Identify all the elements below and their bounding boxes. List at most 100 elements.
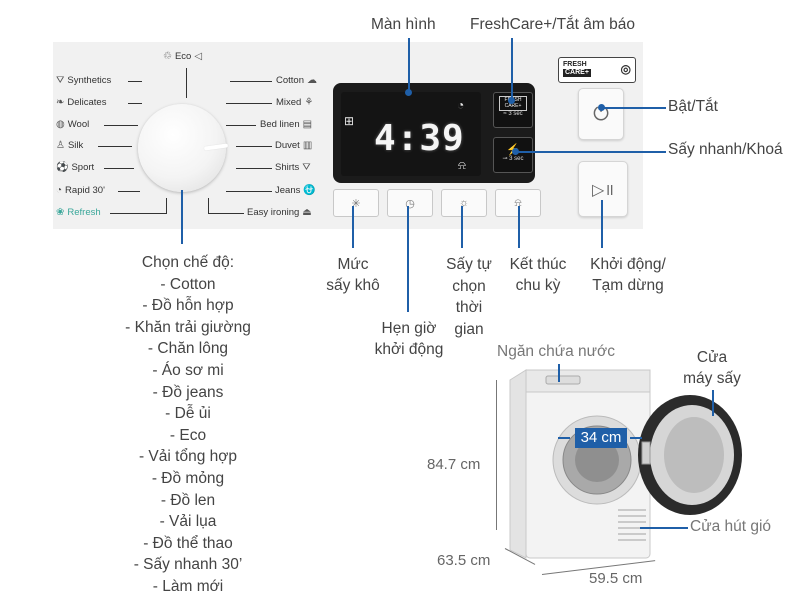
- program-delicates: ❧ Delicates: [56, 97, 106, 108]
- jeans-icon: ⛎: [303, 185, 316, 196]
- sensor-icon: ◔: [457, 98, 465, 112]
- mode-item: - Đồ len: [160, 491, 216, 509]
- callout-dryness-line2: sấy khô: [326, 277, 380, 294]
- wind-icon: ≈: [503, 111, 507, 117]
- callout-line: [558, 364, 560, 382]
- program-sport: ⚽ Sport: [56, 162, 94, 173]
- callout-vent: Cửa hút gió: [690, 518, 772, 535]
- clock-icon: ◷: [405, 197, 415, 210]
- callout-line: [461, 206, 463, 248]
- program-bed-linen: Bed linen ▤: [260, 119, 312, 130]
- program-shirts: Shirts ⛛: [275, 162, 311, 173]
- callout-auto-time: Sấy tự chọn thời gian: [436, 254, 502, 340]
- callout-dot: [405, 89, 412, 96]
- mode-item: - Sấy nhanh 30’: [133, 556, 243, 574]
- program-synthetics: ⛛ Synthetics: [56, 75, 111, 86]
- program-tick: [226, 191, 272, 192]
- program-label: Duvet: [275, 140, 300, 151]
- lock-icon: ⊸: [502, 156, 508, 163]
- sport-shirt-icon: ⚽: [56, 162, 69, 173]
- program-label: Delicates: [67, 97, 107, 108]
- shirt-icon: ⛛: [302, 162, 311, 173]
- freshcare-logo: FRESH CARE+ ◎: [558, 57, 636, 83]
- program-label: Synthetics: [67, 75, 112, 86]
- callout-quick-lock: Sấy nhanh/Khoá: [668, 141, 783, 158]
- eco-leaf-icon: ♲: [163, 51, 172, 62]
- callout-line: [518, 206, 520, 248]
- callout-line: [640, 527, 688, 529]
- program-label: Rapid 30': [65, 185, 105, 196]
- callout-line: [352, 206, 354, 248]
- program-label: Wool: [67, 119, 90, 130]
- quick-hint-text: 3 sec: [509, 156, 524, 163]
- delay-start-button[interactable]: ◷: [387, 189, 433, 217]
- mode-item: - Đồ mỏng: [151, 469, 225, 487]
- program-label: Silk: [67, 140, 84, 151]
- program-tick: [236, 146, 272, 147]
- callout-line: [601, 200, 603, 248]
- power-button[interactable]: ⏻: [578, 88, 624, 140]
- callout-dryness: Mức sấy khô: [313, 254, 393, 296]
- callout-door-line2: máy sấy: [683, 370, 741, 387]
- mode-item: - Làm mới: [152, 577, 224, 595]
- program-refresh: ❀ Refresh: [56, 207, 101, 218]
- quick-dry-lock-button[interactable]: ⚡ ⊸ 3 sec: [493, 137, 533, 173]
- bell-icon: ⍾: [514, 196, 522, 209]
- program-label: Cotton: [276, 75, 304, 86]
- callout-line: [602, 107, 666, 109]
- bell-icon: ⍾: [458, 158, 466, 172]
- start-pause-button[interactable]: ▷॥: [578, 161, 628, 217]
- callout-dryness-line1: Mức: [337, 256, 369, 273]
- mode-item: - Cotton: [160, 275, 216, 293]
- drum-arrow-right: [630, 437, 642, 439]
- auto-time-button[interactable]: ☼: [441, 189, 487, 217]
- refresh-air-icon: ❀: [56, 207, 65, 218]
- globe-icon: ◎: [620, 62, 631, 76]
- drum-arrow-left: [558, 437, 570, 439]
- program-wool: ◍ Wool: [56, 119, 89, 130]
- mode-item: - Eco: [169, 426, 207, 444]
- dryness-level-button[interactable]: ✳: [333, 189, 379, 217]
- program-jeans: Jeans ⛎: [275, 185, 316, 196]
- program-rapid: ◔ Rapid 30': [56, 185, 105, 196]
- callout-end-cycle: Kết thúc chu kỳ: [500, 254, 576, 296]
- callout-power: Bật/Tắt: [668, 98, 718, 115]
- callout-auto-line3: thời: [455, 299, 483, 316]
- callout-line: [712, 390, 714, 416]
- freshcare-button-hint: ≈ 3 sec: [503, 111, 522, 117]
- callout-line: [181, 190, 183, 244]
- program-easy-ironing: Easy ironing ⏏: [247, 207, 312, 218]
- mode-item: - Đồ hỗn hợp: [142, 297, 234, 315]
- program-silk: ♙ Silk: [56, 140, 83, 151]
- program-tick: [128, 103, 142, 104]
- program-tick: [226, 125, 256, 126]
- callout-dot: [508, 97, 515, 104]
- callout-end-line1: Kết thúc: [509, 256, 567, 273]
- callout-door: Cửa máy sấy: [676, 347, 748, 389]
- height-dimension-line: [496, 380, 497, 530]
- freshcare-logo-text: FRESH CARE+: [563, 61, 591, 77]
- yarn-icon: ◍: [56, 119, 65, 130]
- callout-line: [511, 38, 513, 100]
- callout-end-line2: chu kỳ: [515, 277, 561, 294]
- callout-start-line2: Tạm dừng: [592, 277, 664, 294]
- timer-icon: ◔: [56, 185, 63, 196]
- callout-delay: Hẹn giờ khởi động: [364, 318, 454, 360]
- blouse-icon: ♙: [56, 140, 65, 151]
- callout-auto-line1: Sấy tự: [446, 256, 492, 273]
- width-dimension: 59.5 cm: [589, 570, 643, 587]
- time-display: 4:39: [374, 118, 465, 159]
- program-eco-label: Eco: [174, 51, 192, 62]
- callout-auto-line2: chọn: [452, 277, 486, 295]
- callout-line: [407, 206, 409, 312]
- callout-line: [516, 151, 666, 153]
- iron-icon: ⏏: [302, 207, 312, 218]
- freshcare-logo-line1: FRESH: [563, 61, 587, 68]
- program-tick: [128, 81, 142, 82]
- drum-diameter-badge: 34 cm: [575, 428, 627, 448]
- callout-dot: [512, 148, 519, 155]
- callout-line: [408, 38, 410, 94]
- callout-dot: [598, 104, 605, 111]
- program-label: Mixed: [276, 97, 302, 108]
- program-tick: [104, 125, 138, 126]
